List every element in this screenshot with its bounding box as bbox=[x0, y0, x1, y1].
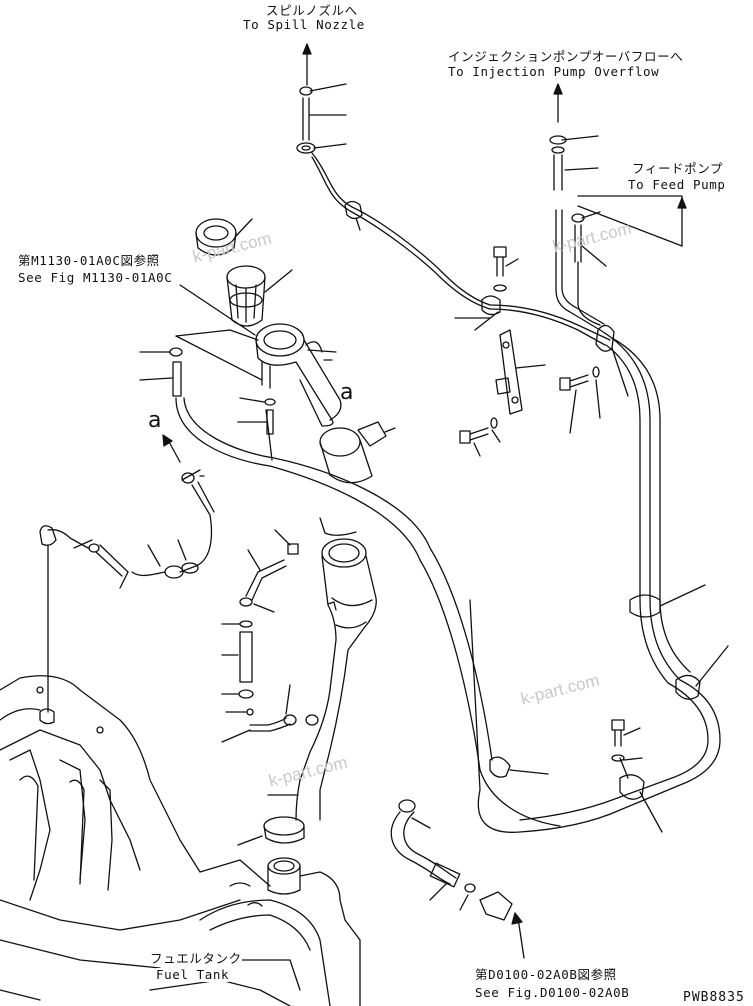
label-feed-pump-jp: フィードポンプ bbox=[632, 161, 724, 176]
arrow-to-injection-pump bbox=[554, 84, 562, 122]
small-hose-center bbox=[238, 398, 275, 434]
fuel-inlet-pipe bbox=[268, 539, 376, 820]
label-see-fig-d0100-jp: 第D0100-02A0B図参照 bbox=[475, 967, 617, 982]
filler-neck bbox=[256, 324, 341, 426]
drawing-code: PWB8835 bbox=[683, 990, 745, 1005]
label-see-fig-m1130-jp: 第M1130-01A0C図参照 bbox=[18, 253, 160, 268]
callout-a-upper: a bbox=[340, 380, 354, 405]
leader-lines bbox=[180, 84, 606, 335]
label-spill-nozzle-en: To Spill Nozzle bbox=[243, 17, 365, 32]
arrow-to-feed-pump bbox=[578, 196, 686, 246]
left-hose-assembly bbox=[40, 470, 214, 724]
lower-hose-clamp bbox=[238, 817, 304, 845]
arrow-to-see-fig-d0100 bbox=[512, 913, 524, 958]
label-fuel-tank-jp: フュエルタンク bbox=[150, 951, 242, 966]
label-injection-pump-en: To Injection Pump Overflow bbox=[448, 64, 660, 79]
filler-cap bbox=[196, 219, 252, 255]
bolt-left bbox=[460, 418, 500, 456]
bolt-upper bbox=[494, 247, 518, 291]
callout-a-lower: a bbox=[148, 408, 162, 433]
bolt-right bbox=[560, 367, 600, 433]
label-spill-nozzle-jp: スピルノズルへ bbox=[266, 3, 358, 18]
bolt-lower-right bbox=[612, 720, 642, 761]
spill-nozzle-hose bbox=[297, 87, 490, 309]
small-hose-left-upper bbox=[140, 330, 262, 396]
lower-right-hose bbox=[391, 800, 512, 920]
label-injection-pump-jp: インジェクションポンプオーバフローへ bbox=[448, 49, 684, 64]
arrow-callout-a-lower bbox=[163, 435, 180, 462]
elbow-hose-center bbox=[222, 530, 318, 742]
tank-neck bbox=[268, 858, 300, 894]
strainer bbox=[227, 266, 292, 326]
hose-joint-clamp bbox=[320, 422, 395, 535]
fuel-tank bbox=[0, 676, 360, 1006]
label-see-fig-m1130-en: See Fig M1130-01A0C bbox=[18, 270, 173, 285]
label-fuel-tank-en: Fuel Tank bbox=[156, 967, 230, 982]
label-see-fig-d0100-en: See Fig.D0100-02A0B bbox=[475, 985, 630, 1000]
right-pipe-bundle bbox=[470, 325, 728, 832]
bracket-plate bbox=[455, 296, 545, 414]
label-feed-pump-en: To Feed Pump bbox=[628, 177, 726, 192]
arrow-to-spill-nozzle bbox=[303, 44, 311, 85]
